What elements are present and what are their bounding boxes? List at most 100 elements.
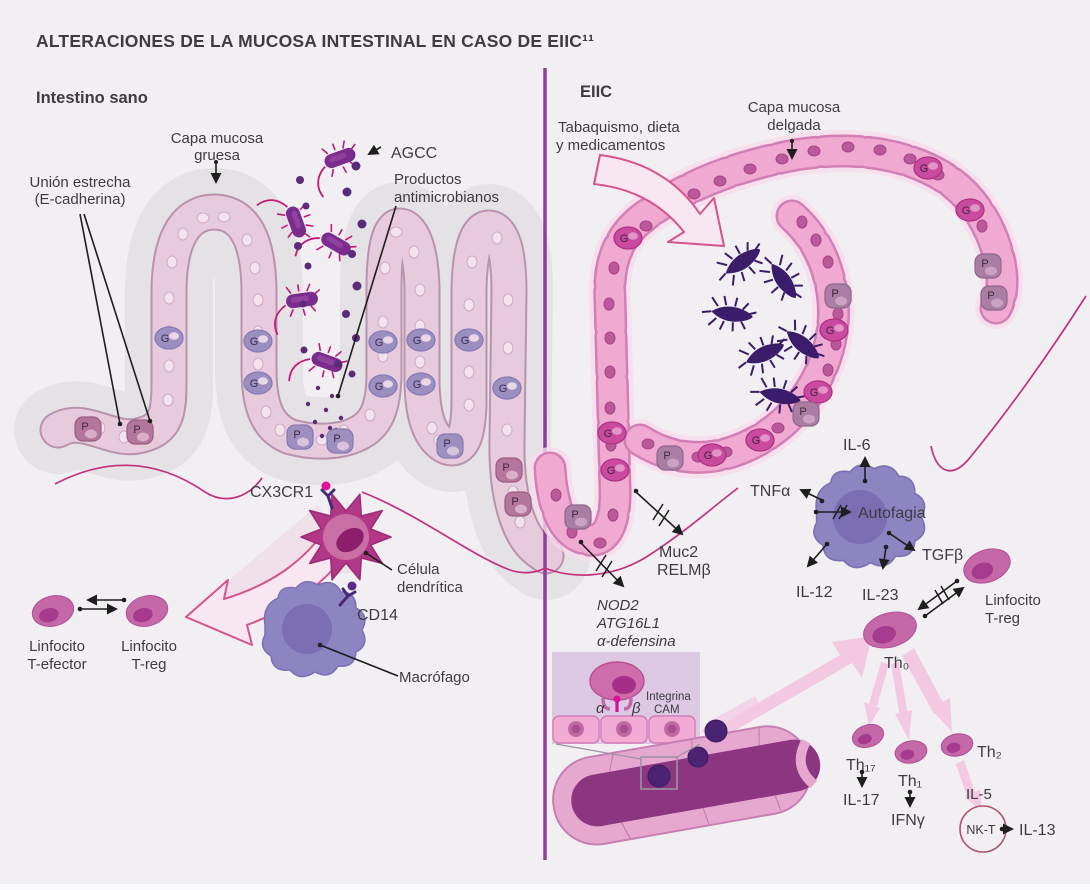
il23-label: IL-23	[862, 587, 899, 604]
antimicrobial-dots	[294, 161, 367, 439]
svg-text:T-reg: T-reg	[131, 656, 166, 673]
tabaquismo-label: Tabaquismo, dieta	[558, 119, 680, 136]
svg-text:gruesa: gruesa	[194, 147, 241, 164]
celula-dendritica-label: Célula	[397, 561, 440, 578]
svg-text:G: G	[250, 378, 259, 390]
th17-cell	[851, 723, 885, 749]
il6-label: IL-6	[843, 437, 871, 454]
il13-label: IL-13	[1019, 822, 1056, 839]
goblet-cells-healthy: G G G G G G G G G	[154, 326, 522, 400]
integrina-label: Integrina	[646, 691, 691, 703]
svg-text:P: P	[981, 258, 988, 270]
migrating-cell	[687, 746, 709, 768]
cd14-receptor-icon	[338, 587, 357, 607]
eiic-heading: EIIC	[580, 83, 612, 101]
svg-text:G: G	[375, 337, 384, 349]
t-efector-label: Linfocito	[29, 638, 85, 655]
svg-text:G: G	[413, 335, 422, 347]
il17-label: IL-17	[843, 792, 880, 809]
alpha-label: α	[596, 700, 605, 717]
svg-text:T-efector: T-efector	[27, 656, 86, 673]
svg-text:G: G	[607, 465, 616, 477]
svg-text:G: G	[250, 336, 259, 348]
mucosa-boundary-lines	[54, 295, 1087, 576]
goblet-cells-eiic: G G G G G G G G G	[597, 156, 985, 482]
t-reg-cell-healthy	[125, 595, 169, 627]
tgfb-label: TGFβ	[922, 547, 963, 564]
paneth-cells-healthy: P P P P P P P	[74, 416, 532, 517]
svg-text:G: G	[752, 435, 761, 447]
th2-label: Th₂	[977, 744, 1002, 761]
zoom-region-box	[640, 756, 678, 790]
svg-text:antimicrobianos: antimicrobianos	[394, 189, 499, 206]
th2-cell	[940, 733, 974, 757]
nkt-cell-circle: NK-T	[959, 805, 1007, 853]
svg-text:G: G	[704, 450, 713, 462]
svg-text:P: P	[571, 509, 578, 521]
svg-text:P: P	[663, 450, 670, 462]
integrin-legs-icon	[601, 697, 633, 711]
svg-text:dendrítica: dendrítica	[397, 579, 464, 596]
svg-text:P: P	[81, 421, 88, 433]
integrin-inset	[552, 652, 700, 744]
t-reg-label-healthy: Linfocito	[121, 638, 177, 655]
svg-text:G: G	[620, 233, 629, 245]
trigger-arrow	[593, 154, 725, 247]
svg-text:P: P	[987, 290, 994, 302]
svg-text:P: P	[511, 496, 518, 508]
macrophage-healthy	[261, 580, 366, 678]
beta-label: β	[631, 700, 641, 717]
healthy-lumen-bacteria	[255, 135, 370, 439]
macrophage-eiic	[813, 464, 926, 569]
agcc-label: AGCC	[391, 145, 437, 162]
svg-text:P: P	[333, 433, 340, 445]
nod2-label: NOD2	[597, 597, 639, 614]
svg-text:(E-cadherina): (E-cadherina)	[35, 191, 126, 208]
healthy-heading: Intestino sano	[36, 89, 148, 107]
svg-text:α-defensina: α-defensina	[597, 633, 676, 650]
svg-text:P: P	[443, 438, 450, 450]
svg-text:G: G	[962, 205, 971, 217]
dendritic-cell	[300, 481, 392, 581]
t-reg-label-eiic: Linfocito	[985, 592, 1041, 609]
svg-text:G: G	[461, 335, 470, 347]
arrow-origin-dots	[117, 139, 1005, 832]
th1-label: Th₁	[898, 773, 922, 790]
endothelium-row	[552, 715, 696, 744]
capa-delgada-label: Capa mucosa	[748, 99, 841, 116]
il5-label: IL-5	[966, 786, 992, 803]
svg-text:P: P	[133, 424, 140, 436]
union-estrecha-label: Unión estrecha	[30, 174, 132, 191]
svg-text:G: G	[375, 381, 384, 393]
blood-vessel	[552, 719, 821, 846]
svg-text:G: G	[810, 387, 819, 399]
svg-text:y medicamentos: y medicamentos	[556, 137, 665, 154]
inhibition-slashes	[595, 503, 950, 605]
cd14-label: CD14	[357, 607, 398, 624]
t-cell-balance-arrows	[77, 594, 127, 615]
t-reg-cell-eiic	[963, 548, 1011, 584]
svg-text:G: G	[826, 325, 835, 337]
svg-text:CAM: CAM	[654, 704, 680, 716]
ifng-label: IFNγ	[891, 812, 925, 829]
svg-text:P: P	[293, 429, 300, 441]
healthy-epithelium	[14, 168, 590, 600]
svg-text:P: P	[799, 406, 806, 418]
paneth-cells-eiic: P P P P P P	[564, 253, 1008, 530]
th0-cell	[863, 611, 917, 649]
th0-label: Th₀	[884, 655, 909, 672]
svg-text:G: G	[920, 163, 929, 175]
il12-label: IL-12	[796, 584, 833, 601]
svg-text:P: P	[502, 462, 509, 474]
migrating-cell	[704, 719, 728, 743]
svg-text:T-reg: T-reg	[985, 610, 1020, 627]
migrating-cell	[647, 764, 671, 788]
page-title: ALTERACIONES DE LA MUCOSA INTESTINAL EN …	[36, 31, 594, 51]
macrofago-label: Macrófago	[399, 669, 470, 686]
healthy-labels: Capa mucosa gruesa Unión estrecha (E-cad…	[27, 130, 499, 686]
svg-text:delgada: delgada	[767, 117, 821, 134]
th1-cell	[894, 740, 928, 764]
svg-text:G: G	[604, 428, 613, 440]
muc2-label: Muc2	[659, 544, 698, 561]
